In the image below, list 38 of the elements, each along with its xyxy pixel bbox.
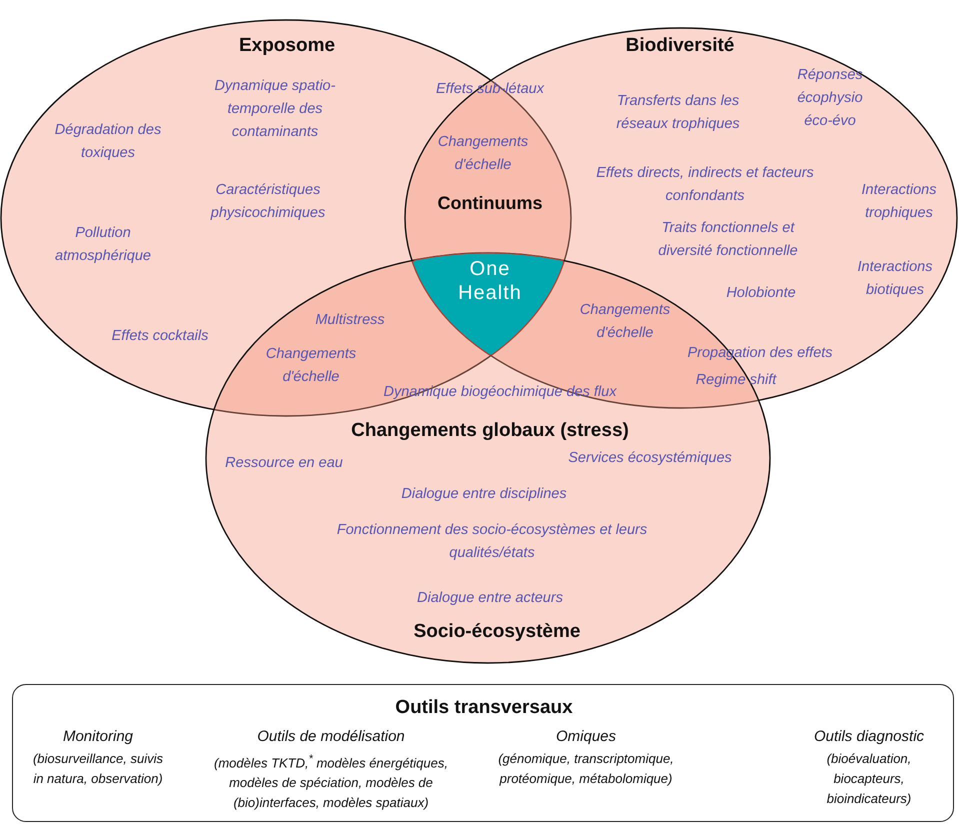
tool-heading: Monitoring <box>62 727 134 747</box>
topic-label: Réponses écophysio éco-évo <box>796 66 864 131</box>
topic-label: Transferts dans les réseaux trophiques <box>615 92 741 134</box>
tool-description: (bioévaluation, biocapteurs, bioindicateurs) <box>826 750 912 808</box>
tool-heading: Omiques <box>554 727 618 747</box>
topic-label: Holobionte <box>725 284 797 303</box>
tool-heading: Outils de modélisation <box>256 727 406 747</box>
tool-description: (modèles TKTD,$^{*}$ modèles énergétiques, modèles de spéciation, modèles de (bio)interfaces, modèles spatiaux) <box>212 752 449 812</box>
topic-label: Dialogue entre disciplines <box>400 485 568 504</box>
topic-label: Effets cocktails <box>110 327 210 346</box>
topic-label: Dialogue entre acteurs <box>416 589 564 608</box>
topic-label: Caractéristiques physicochimiques <box>210 181 326 223</box>
topic-label: Changements d'échelle <box>264 345 358 387</box>
topic-label: Traits fonctionnels et diversité fonctionnelle <box>657 219 799 261</box>
circle-heading: Socio-écosystème <box>414 621 580 643</box>
topic-label: Services écosystémiques <box>567 449 733 468</box>
topic-label: Regime shift <box>694 371 778 390</box>
tools-panel <box>12 684 954 822</box>
tool-description: (génomique, transcriptomique, protéomique, métabolomique) <box>497 750 675 788</box>
tool-heading: Outils diagnostic <box>812 727 926 747</box>
topic-label: Changements d'échelle <box>578 301 672 343</box>
topic-label: Pollution atmosphérique <box>54 224 152 266</box>
circle-heading: Changements globaux (stress) <box>351 420 629 442</box>
topic-label: Interactions trophiques <box>860 181 938 223</box>
topic-label: Dynamique spatio-temporelle des contaminants <box>214 77 336 142</box>
topic-label: Fonctionnement des socio-écosystèmes et leurs qualités/états <box>336 521 648 563</box>
topic-label: Interactions biotiques <box>856 258 934 300</box>
topic-label: Multistress <box>314 311 386 330</box>
center-label: One Health <box>457 257 523 305</box>
circle-heading: Exposome <box>238 35 336 57</box>
topic-label: Effets directs, indirects et facteurs confondants <box>595 164 815 206</box>
panel-title: Outils transversaux <box>395 697 573 719</box>
circle-heading: Biodiversité <box>626 35 734 57</box>
tool-description: (biosurveillance, suivis in natura, observation) <box>32 750 164 788</box>
topic-label: Changements d'échelle <box>436 133 530 175</box>
topic-label: Ressource en eau <box>224 454 344 473</box>
region-heading: Continuums <box>436 192 544 215</box>
topic-label: Dégradation des toxiques <box>54 121 162 163</box>
